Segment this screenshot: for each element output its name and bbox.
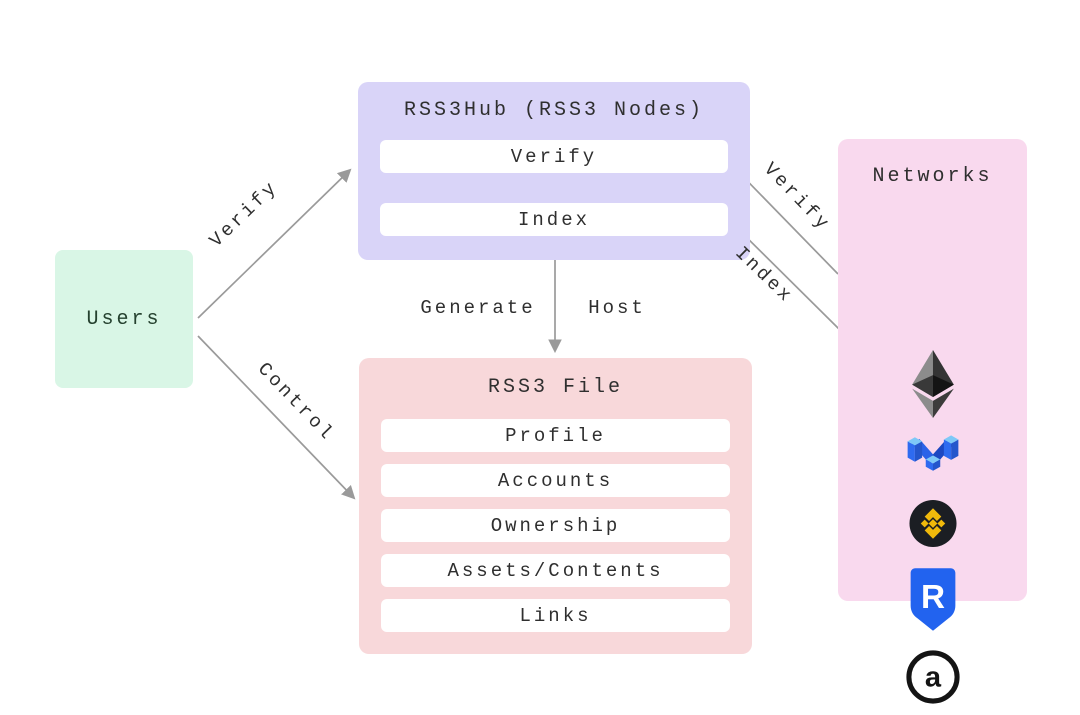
file-item-accounts: Accounts [381,464,730,497]
rss3hub-title: RSS3Hub (RSS3 Nodes) [403,99,705,122]
edge-label-host: Host [588,297,646,319]
rss3file-title: RSS3 File [487,376,624,399]
polygon-icon [907,435,958,471]
ethereum-icon [911,350,954,418]
edge-label-control: Control [253,358,339,446]
edge-label-verify-users: Verify [205,176,283,252]
rss3hub-box: RSS3Hub (RSS3 Nodes) Verify Index [358,82,750,260]
rss3file-box: RSS3 File Profile Accounts Ownership Ass… [359,358,752,654]
file-item-links: Links [381,599,730,632]
arweave-icon: a [905,650,960,704]
users-box: Users [55,250,193,388]
edge-users-to-file [197,335,356,500]
edge-label-verify-networks: Verify [759,158,835,236]
ronin-icon: R [910,568,955,631]
svg-text:R: R [920,579,944,616]
networks-title: Networks [872,165,993,188]
hub-gap [380,173,728,203]
file-item-profile: Profile [381,419,730,452]
file-item-assets-contents: Assets/Contents [381,554,730,587]
hub-item-verify: Verify [380,140,728,173]
edge-label-generate: Generate [420,297,536,319]
svg-text:a: a [924,662,941,694]
networks-box: Networks [838,139,1027,704]
users-label: Users [86,307,162,331]
hub-item-index: Index [380,203,728,236]
edge-label-index-networks: Index [730,242,798,308]
file-item-ownership: Ownership [381,509,730,542]
binance-icon [908,499,957,548]
